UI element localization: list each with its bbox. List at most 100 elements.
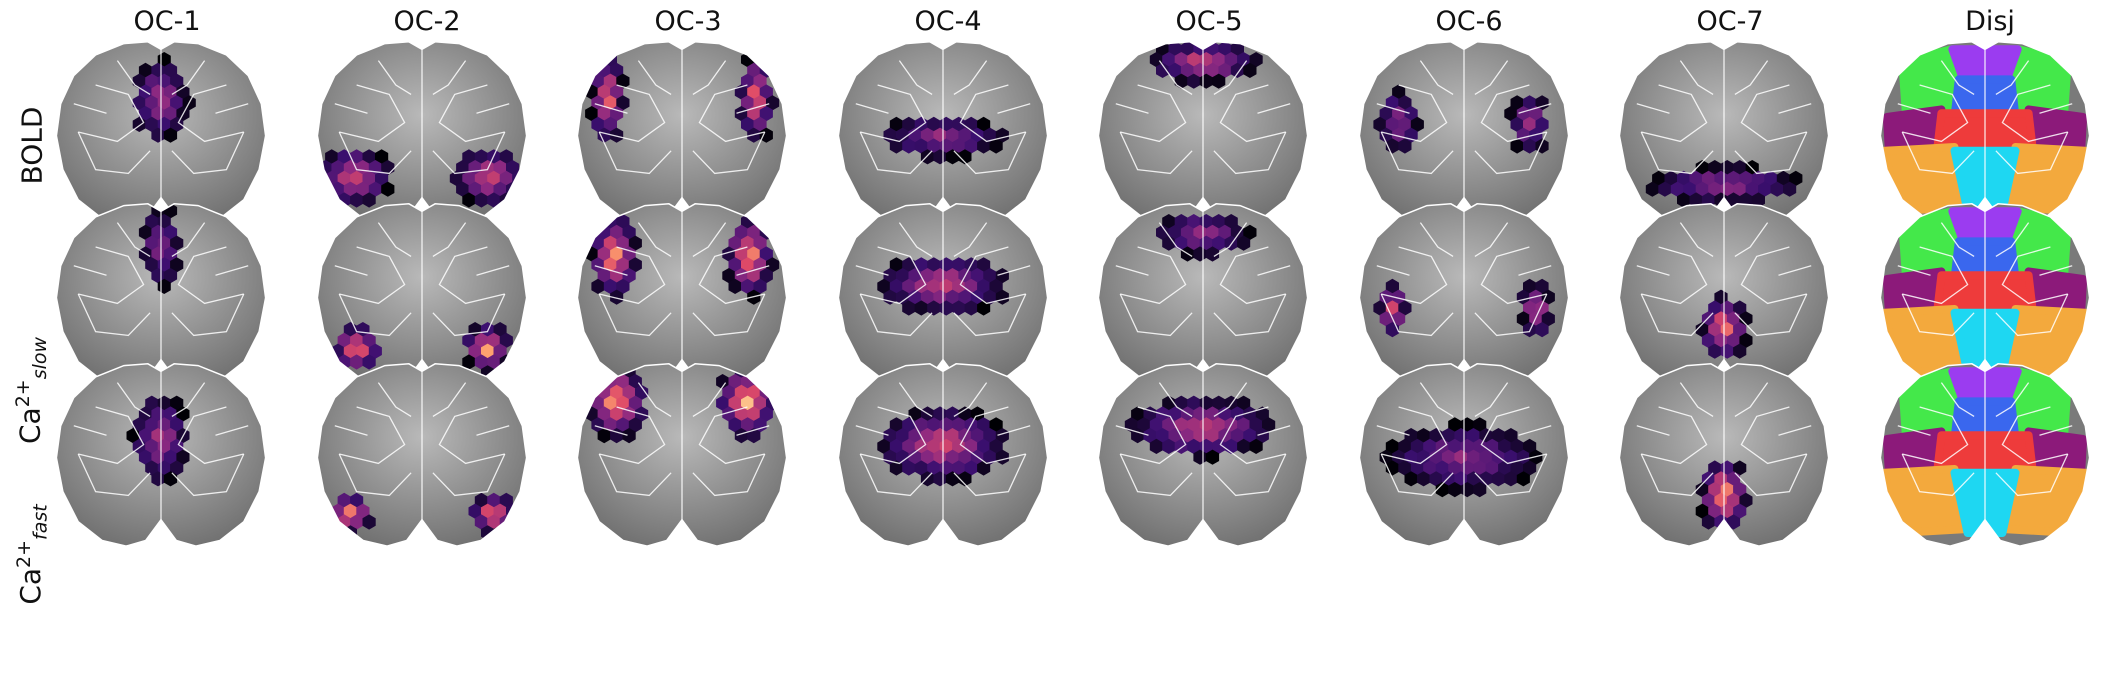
activation-hex bbox=[622, 428, 636, 444]
activation-hex bbox=[1417, 449, 1431, 465]
activation-hex bbox=[896, 428, 910, 444]
area-boundary-line bbox=[953, 293, 1027, 337]
activation-hex bbox=[889, 138, 903, 154]
activation-hex bbox=[1739, 311, 1753, 327]
activation-hex bbox=[591, 95, 605, 111]
activation-hex bbox=[163, 84, 178, 100]
activation-hex bbox=[1404, 471, 1418, 487]
area-boundary-line bbox=[1740, 84, 1807, 143]
activation-hex bbox=[977, 116, 991, 132]
activation-hex bbox=[920, 268, 935, 284]
activation-hex bbox=[722, 384, 736, 400]
brain-map-ca_slow-oc-3 bbox=[573, 200, 791, 388]
activation-hex bbox=[449, 170, 463, 186]
brain-map-ca_fast-oc-5 bbox=[1094, 360, 1312, 548]
activation-hex bbox=[1758, 181, 1772, 197]
activation-hex bbox=[1156, 428, 1170, 444]
activation-hex bbox=[603, 116, 617, 132]
activation-hex bbox=[728, 257, 742, 273]
area-boundary-line bbox=[1679, 222, 1714, 257]
area-boundary-line bbox=[1734, 131, 1808, 175]
activation-hex bbox=[1398, 116, 1412, 132]
activation-hex bbox=[1224, 52, 1238, 68]
area-boundary-line bbox=[476, 425, 510, 436]
activation-hex bbox=[1180, 62, 1195, 78]
activation-hex bbox=[716, 395, 730, 411]
activation-hex bbox=[1187, 235, 1201, 251]
activation-hex bbox=[325, 149, 339, 165]
activation-hex bbox=[1733, 181, 1747, 197]
activation-hex bbox=[1218, 62, 1232, 78]
activation-hex bbox=[1237, 52, 1251, 68]
cortex-outline bbox=[1618, 363, 1830, 547]
activation-hex bbox=[356, 181, 370, 197]
activation-hex bbox=[499, 332, 513, 348]
activation-hex bbox=[927, 138, 941, 154]
area-boundary-line bbox=[1641, 406, 1708, 465]
activation-hex bbox=[1708, 322, 1722, 338]
activation-hex bbox=[1510, 138, 1524, 154]
cortex-outline bbox=[1618, 203, 1830, 387]
activation-hex bbox=[989, 438, 1003, 454]
area-boundary-line bbox=[1778, 265, 1812, 276]
activation-hex bbox=[889, 257, 903, 273]
activation-hex bbox=[927, 116, 941, 132]
activation-hex bbox=[759, 106, 773, 122]
activation-hex bbox=[1174, 52, 1188, 68]
area-boundary-line bbox=[116, 382, 151, 417]
activation-hex bbox=[1398, 300, 1412, 316]
activation-hex bbox=[1149, 417, 1163, 433]
area-boundary-line bbox=[736, 103, 770, 114]
area-boundary-line bbox=[171, 293, 245, 337]
activation-hex bbox=[603, 278, 617, 294]
activation-hex bbox=[1174, 417, 1188, 433]
activation-hex bbox=[597, 268, 611, 284]
activation-hex bbox=[628, 257, 642, 273]
activation-hex bbox=[1385, 116, 1399, 132]
area-boundary-line bbox=[859, 453, 933, 497]
activation-hex bbox=[728, 278, 742, 294]
activation-hex bbox=[1417, 471, 1431, 487]
activation-hex bbox=[375, 170, 389, 186]
area-boundary-line bbox=[1518, 103, 1552, 114]
area-boundary-line bbox=[1474, 453, 1548, 497]
activation-hex bbox=[977, 438, 991, 454]
activation-hex bbox=[914, 138, 928, 154]
activation-hex bbox=[753, 73, 767, 89]
area-boundary-line bbox=[1734, 60, 1769, 95]
activation-hex bbox=[1466, 449, 1481, 465]
activation-hex bbox=[766, 95, 780, 111]
area-boundary-line bbox=[377, 222, 412, 257]
area-boundary-line bbox=[1640, 131, 1714, 175]
area-boundary-line bbox=[1120, 84, 1187, 143]
area-boundary-line bbox=[594, 265, 628, 276]
activation-hex bbox=[753, 278, 767, 294]
activation-hex bbox=[462, 354, 476, 370]
area-boundary-line bbox=[736, 265, 770, 276]
area-boundary-line bbox=[2039, 265, 2073, 276]
activation-hex bbox=[176, 84, 190, 100]
brain-map-ca_fast-oc-4 bbox=[834, 360, 1052, 548]
area-boundary-line bbox=[1995, 60, 2030, 95]
activation-hex bbox=[989, 138, 1003, 154]
activation-hex bbox=[1218, 41, 1232, 57]
activation-hex bbox=[1243, 428, 1257, 444]
activation-hex bbox=[1535, 278, 1549, 294]
activation-hex bbox=[343, 181, 357, 197]
area-boundary-line bbox=[116, 60, 151, 95]
activation-hex bbox=[977, 460, 991, 476]
activation-hex bbox=[914, 257, 928, 273]
activation-hex bbox=[493, 160, 507, 176]
activation-hex bbox=[622, 384, 636, 400]
activation-hex bbox=[343, 343, 357, 359]
area-boundary-line bbox=[637, 382, 672, 417]
activation-hex bbox=[1523, 278, 1537, 294]
area-boundary-line bbox=[1257, 425, 1291, 436]
area-boundary-line bbox=[1213, 382, 1248, 417]
area-boundary-line bbox=[1219, 406, 1286, 465]
activation-hex bbox=[1392, 449, 1406, 465]
activation-hex bbox=[1695, 503, 1709, 519]
activation-hex bbox=[902, 138, 916, 154]
brain-map-ca_fast-oc-7 bbox=[1615, 360, 1833, 548]
area-boundary-line bbox=[898, 382, 933, 417]
